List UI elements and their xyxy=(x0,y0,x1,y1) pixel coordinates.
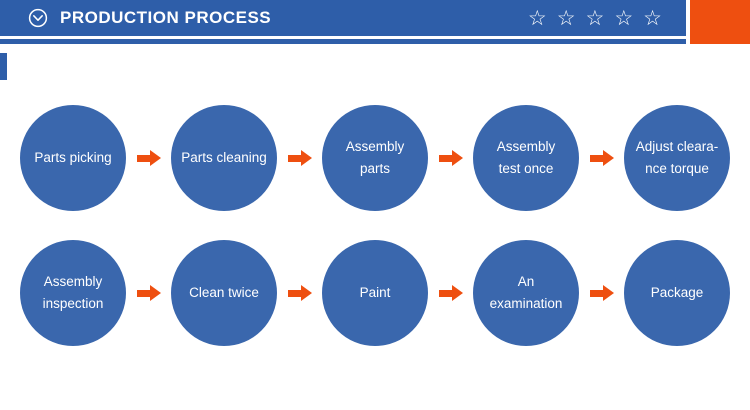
process-step-assembly-test-once: Assembly test once xyxy=(473,105,579,211)
process-step-assembly-inspection: Assembly inspection xyxy=(20,240,126,346)
header-underline xyxy=(0,39,686,44)
step-label: Assembly parts xyxy=(345,138,405,176)
step-label: Paint xyxy=(359,284,391,300)
step-label: An examination xyxy=(489,273,563,311)
arrow-right-icon xyxy=(579,150,624,166)
star-icon: ☆ xyxy=(556,6,576,30)
step-label: Parts picking xyxy=(34,149,112,165)
arrow-right-icon xyxy=(126,150,171,166)
step-label: Parts cleaning xyxy=(181,149,267,165)
process-step-parts-picking: Parts picking xyxy=(20,105,126,211)
star-icon: ☆ xyxy=(585,6,605,30)
step-label: Assembly inspection xyxy=(42,273,104,311)
left-edge-accent xyxy=(0,53,7,80)
arrow-right-icon xyxy=(428,150,473,166)
process-row-2: Assembly inspection Clean twice Paint An… xyxy=(0,240,750,346)
arrow-right-icon xyxy=(277,150,322,166)
arrow-right-icon xyxy=(277,285,322,301)
chevron-down-circle-icon xyxy=(28,8,48,28)
star-icon: ☆ xyxy=(643,6,662,30)
arrow-right-icon xyxy=(126,285,171,301)
process-row-1: Parts picking Parts cleaning Assembly pa… xyxy=(0,105,750,211)
arrow-right-icon xyxy=(428,285,473,301)
process-step-clean-twice: Clean twice xyxy=(171,240,277,346)
header-orange-accent xyxy=(690,0,750,44)
header-bar: PRODUCTION PROCESS ☆ ☆ ☆ ☆ ☆ xyxy=(0,0,686,36)
step-label: Clean twice xyxy=(189,284,259,300)
process-step-an-examination: An examination xyxy=(473,240,579,346)
step-label: Adjust cleara- nce torque xyxy=(635,138,719,176)
process-step-parts-cleaning: Parts cleaning xyxy=(171,105,277,211)
process-step-adjust-clearance-torque: Adjust cleara- nce torque xyxy=(624,105,730,211)
step-label: Assembly test once xyxy=(496,138,556,176)
process-step-package: Package xyxy=(624,240,730,346)
star-icon: ☆ xyxy=(527,6,547,30)
step-label: Package xyxy=(650,284,704,300)
process-step-assembly-parts: Assembly parts xyxy=(322,105,428,211)
arrow-right-icon xyxy=(579,285,624,301)
page-title: PRODUCTION PROCESS xyxy=(60,8,272,27)
process-step-paint: Paint xyxy=(322,240,428,346)
star-icon: ☆ xyxy=(614,6,634,30)
star-rating: ☆ ☆ ☆ ☆ ☆ xyxy=(528,8,662,29)
